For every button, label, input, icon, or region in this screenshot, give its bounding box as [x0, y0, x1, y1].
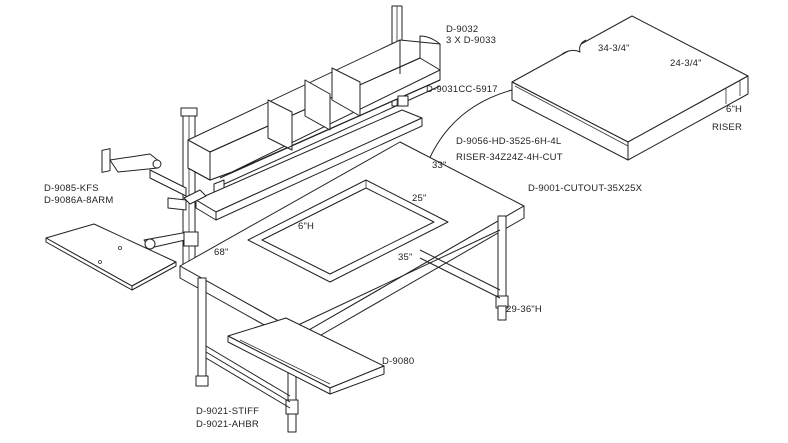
upper-shelf	[187, 35, 441, 195]
label-stiffener: D-9021-STIFF	[196, 406, 259, 417]
label-cutout-depth: 6"H	[298, 221, 314, 232]
label-riser-title: RISER	[712, 122, 742, 133]
label-drawer: D-9080	[382, 356, 414, 367]
label-shelf-bracket: D-9031CC-5917	[426, 84, 498, 95]
label-riser-width: 34-3/4"	[598, 43, 630, 54]
lower-shelf	[183, 109, 423, 221]
label-riser-height: 6"H	[726, 104, 742, 115]
keyboard-tray	[45, 223, 199, 291]
label-table-height: 29-36"H	[506, 304, 542, 315]
label-dim-35: 35"	[398, 252, 413, 263]
label-riser-depth: 24-3/4"	[670, 58, 702, 69]
label-shelf-dividers: 3 X D-9033	[446, 35, 496, 46]
label-riser-spec: RISER-34Z24Z-4H-CUT	[456, 152, 563, 163]
label-riser-part: D-9056-HD-3525-6H-4L	[456, 136, 561, 147]
drawer	[227, 317, 385, 395]
label-dim-25: 25"	[412, 193, 427, 204]
label-dim-68: 68"	[214, 247, 229, 258]
monitor-arm	[101, 148, 187, 211]
label-dim-33: 33"	[432, 160, 447, 171]
label-shelf-part: D-9032	[446, 24, 478, 35]
label-brace: D-9021-AHBR	[196, 419, 259, 430]
label-table-top: D-9001-CUTOUT-35X25X	[528, 183, 643, 194]
table-legs	[195, 215, 509, 433]
label-keyboard-tray: D-9085-KFS	[44, 183, 99, 194]
label-monitor-arm: D-9086A-8ARM	[44, 195, 113, 206]
